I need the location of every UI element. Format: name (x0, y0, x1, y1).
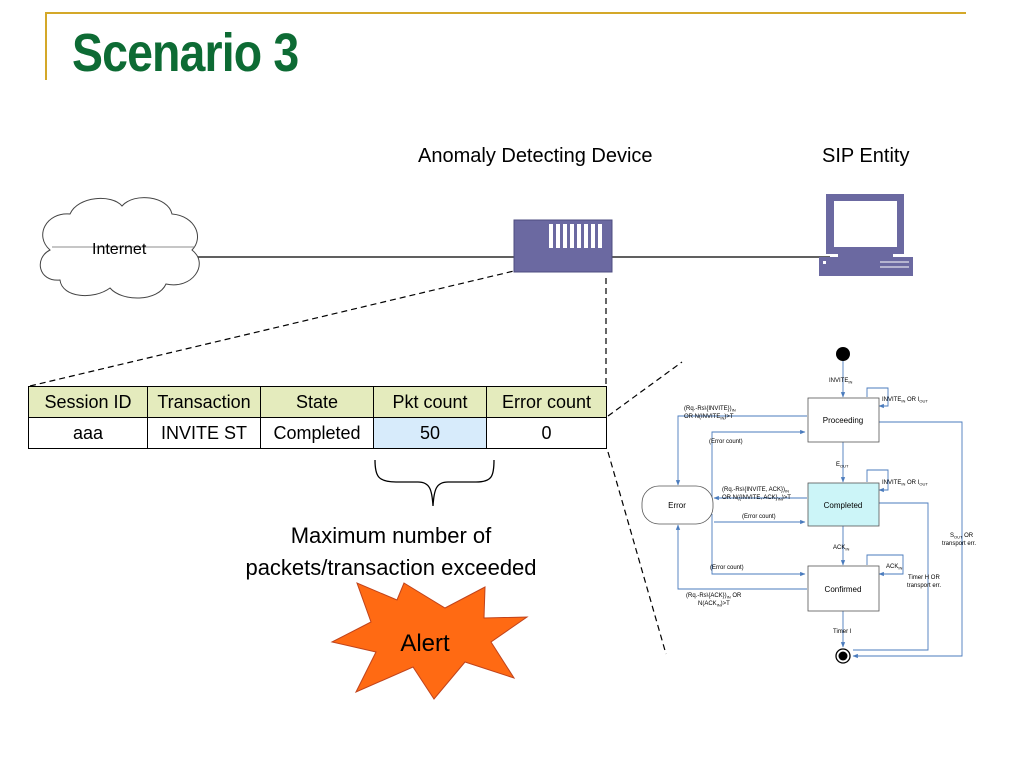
sip-entity-computer-icon (819, 194, 913, 276)
entity-label: SIP Entity (822, 145, 910, 167)
table-cell: INVITE ST (147, 417, 261, 449)
transition-label: Timer I (833, 629, 852, 635)
alert-burst-icon (330, 582, 529, 700)
caption-line: Maximum number of (290, 523, 492, 548)
table-cell: Completed (260, 417, 374, 449)
fsm-zoom-line-bottom (607, 451, 667, 655)
zoom-line-left (29, 270, 515, 387)
transition-label: INVITEIN OR IOUT (882, 397, 928, 404)
column-header: Transaction (147, 386, 261, 418)
column-header: State (260, 386, 374, 418)
transition-label: transport err. (942, 541, 976, 547)
title-side-line (45, 12, 47, 80)
transition-label: SOUT OR (950, 533, 974, 540)
alert-label: Alert (400, 630, 450, 657)
session-table: Session ID Transaction State Pkt count E… (28, 386, 607, 449)
title-underline (45, 12, 966, 14)
state-label: Completed (824, 501, 863, 510)
table-cell: aaa (28, 417, 148, 449)
state-error (641, 485, 714, 525)
slide-title: Scenario 3 (72, 23, 299, 83)
state-label: Proceeding (823, 416, 863, 425)
transition-label: INVITEIN (829, 378, 852, 385)
transition-label: (Error count) (742, 514, 776, 520)
state-confirmed (807, 565, 880, 612)
pkt-count-cell: 50 (373, 417, 487, 449)
internet-cloud-icon (39, 197, 200, 299)
transition-label: ACKIN (833, 545, 849, 552)
transition-label: (Error count) (709, 439, 743, 445)
caption-line: packets/transaction exceeded (245, 555, 537, 580)
fsm-zoom-line-top (607, 361, 683, 417)
table-header-row: Session ID Transaction State Pkt count E… (28, 386, 607, 418)
caption: Maximum number of packets/transaction ex… (212, 520, 570, 584)
state-proceeding (807, 397, 880, 443)
table-row: aaa INVITE ST Completed 50 0 (28, 417, 607, 449)
transition-label: (Rq.-Rs\{INVITE})IN (684, 406, 736, 413)
transition-label: OR N(INVITEIN)>T (684, 414, 734, 421)
table-cell: 0 (486, 417, 607, 449)
brace (374, 459, 495, 507)
transition-label: OR N({INVITE, ACK}IN)>T (722, 495, 791, 502)
start-node (836, 347, 850, 361)
transition-label: Timer H OR (908, 575, 940, 581)
transition-label: INVITEIN OR IOUT (882, 480, 928, 487)
anomaly-device-icon (513, 219, 613, 273)
state-completed (807, 482, 880, 527)
transition-label: (Rq.-Rs\{INVITE, ACK})IN (722, 487, 789, 494)
device-label: Anomaly Detecting Device (418, 145, 653, 167)
transition-label: EOUT (836, 462, 849, 469)
internet-label: Internet (92, 241, 147, 258)
column-header: Pkt count (373, 386, 487, 418)
state-label: Error (668, 501, 686, 510)
state-label: Confirmed (825, 585, 862, 594)
transition-label: ACKIN (886, 564, 902, 571)
transition-label: N(ACKIN)>T (698, 601, 730, 608)
transition-label: transport err. (907, 583, 941, 589)
transition-label: (Rq.-Rs\{ACK})IN OR (686, 593, 742, 600)
transition-label: (Error count) (710, 565, 744, 571)
